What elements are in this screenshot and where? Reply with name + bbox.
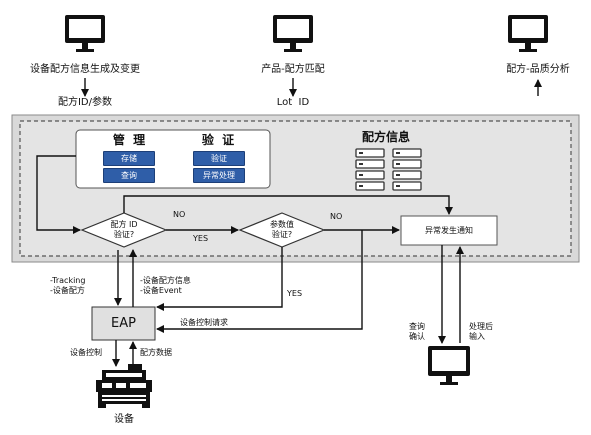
after-process-label: 处理后 输入 [469,322,493,341]
equipment-icon [96,364,152,408]
database-icon [355,148,422,191]
monitor-icon [65,15,105,52]
quality-label: 配方-品质分析 [506,64,570,75]
control-request-label: 设备控制请求 [180,318,228,327]
eap-label: EAP [111,316,136,331]
yes-label-2: YES [287,289,303,298]
gen-label: 设备配方信息生成及变更 [30,64,140,75]
recipe-data-label: 配方数据 [140,348,172,357]
recipe-event-label: -设备配方信息 -设备Event [140,276,191,295]
monitor-icon [508,15,548,52]
no-label-1: NO [173,210,186,219]
match-label: 产品-配方匹配 [261,64,325,75]
exception-notice-box [400,215,498,246]
yes-label-1: YES [193,234,209,243]
device-control-label: 设备控制 [70,348,102,357]
query-button: 查询 [103,168,155,183]
exception-notice-label: 异常发生通知 [425,226,473,235]
tracking-label: -Tracking -设备配方 [50,276,86,295]
manage-title: 管 理 [112,133,146,147]
eap-box [91,306,156,341]
recipe-info-title: 配方信息 [362,130,411,144]
recipe-id-decision-label: 配方 ID 验证? [110,220,138,239]
query-confirm-label: 查询 确认 [409,322,425,341]
gen-output-label: 配方ID/参数 [57,97,113,108]
no-label-2: NO [330,212,343,221]
arrow-mgmt-to-decision [36,155,81,234]
device-label: 设备 [114,414,134,425]
monitor-icon [428,346,470,385]
arrow-yes-to-eap [156,247,283,311]
param-decision-label: 参数值 验证? [270,220,294,239]
exception-handle-button: 异常处理 [193,168,245,183]
arrow-control-request [156,230,363,333]
verify-button: 验证 [193,151,245,166]
store-button: 存储 [103,151,155,166]
verify-title: 验 证 [201,133,235,147]
match-output-label: Lot ID [276,97,310,108]
monitor-icon [273,15,313,52]
arrow-no-to-notice [123,195,453,215]
recipe-id-decision [80,212,168,248]
